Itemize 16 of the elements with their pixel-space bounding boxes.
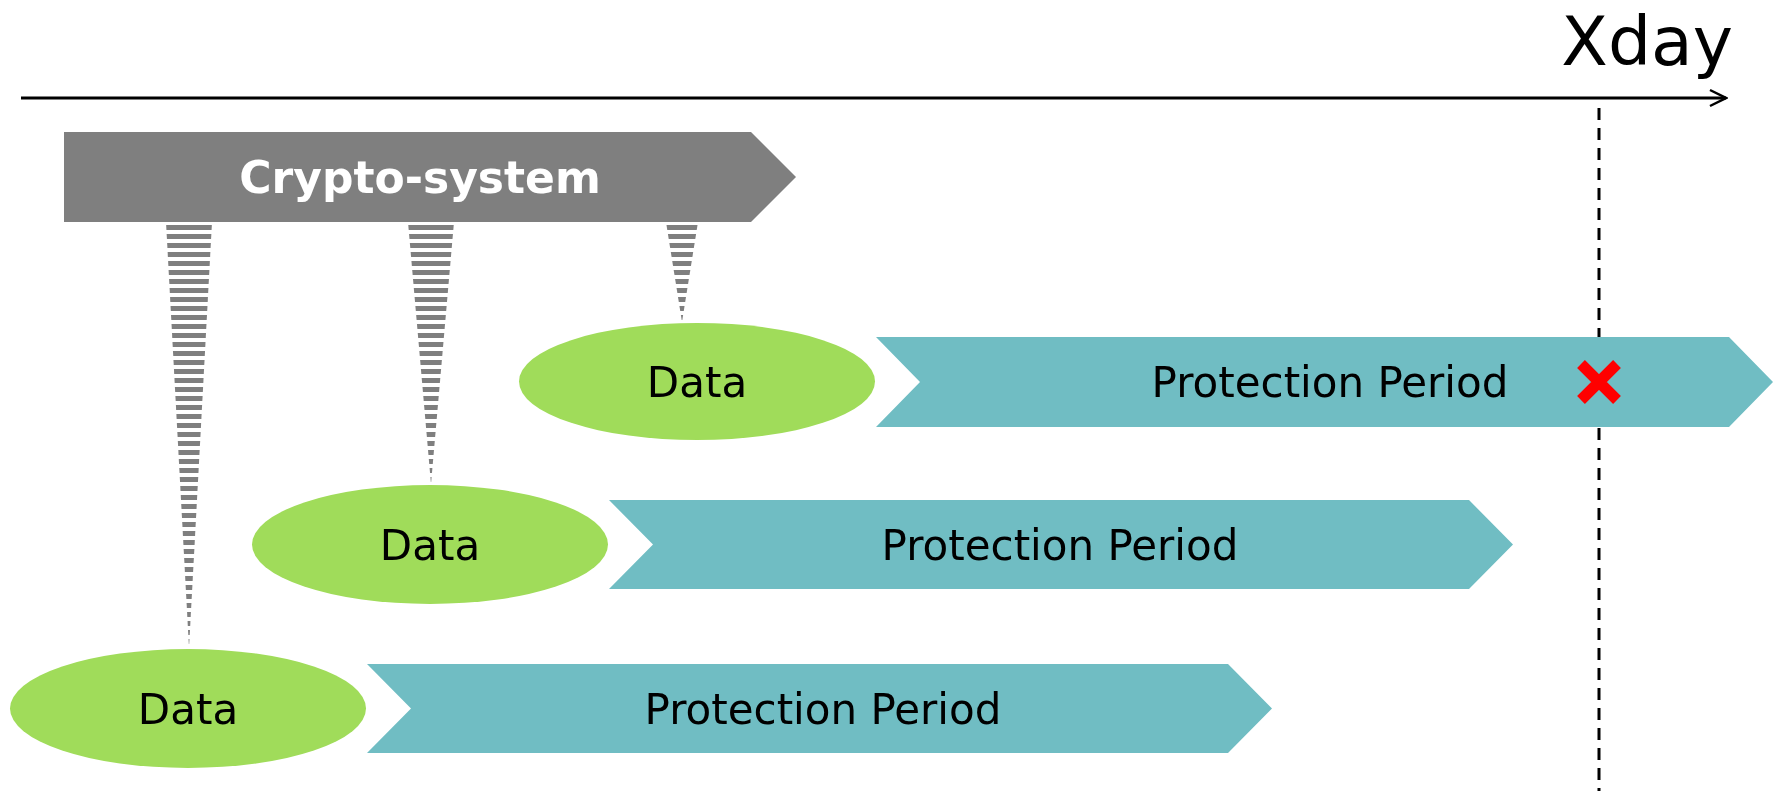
data-label: Data bbox=[137, 684, 239, 733]
axis-label: Xday bbox=[1561, 2, 1733, 81]
data-label: Data bbox=[379, 520, 481, 569]
chevron-banner bbox=[64, 132, 796, 222]
striped-wedge-connector bbox=[666, 222, 698, 322]
data-label: Data bbox=[646, 357, 748, 406]
data-ellipse bbox=[251, 484, 609, 605]
period-label: Protection Period bbox=[1151, 357, 1509, 407]
period-label: Protection Period bbox=[881, 520, 1239, 569]
data-ellipse bbox=[518, 322, 876, 441]
period-label: Protection Period bbox=[644, 684, 1002, 733]
period-chevron bbox=[609, 500, 1513, 589]
period-chevron bbox=[876, 337, 1773, 427]
data-ellipse bbox=[9, 648, 367, 769]
banner-label: Crypto-system bbox=[239, 151, 601, 203]
period-chevron bbox=[367, 664, 1272, 753]
